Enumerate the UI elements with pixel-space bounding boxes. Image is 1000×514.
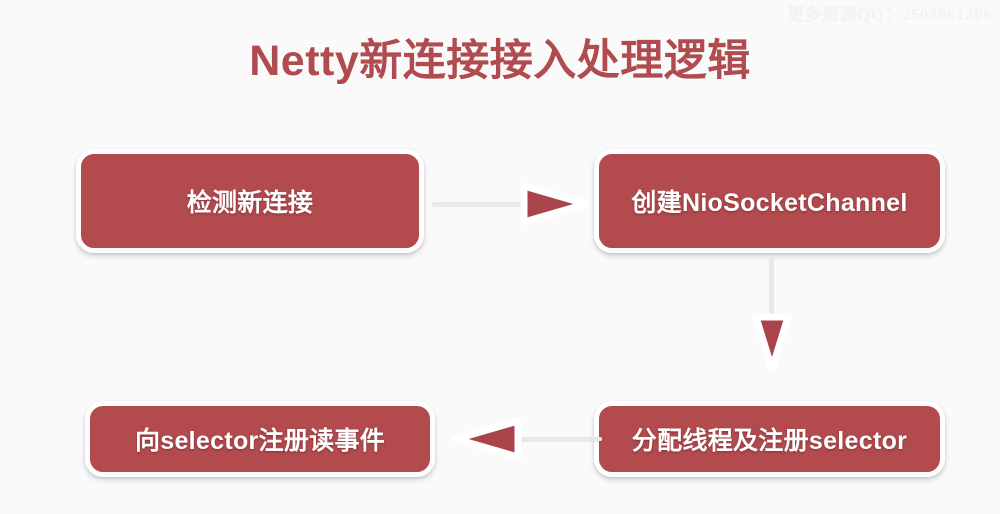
connector-line	[508, 437, 602, 441]
connector-detect-to-create	[432, 180, 602, 228]
arrowhead-left-icon	[452, 417, 522, 461]
connector-line	[432, 202, 528, 206]
flow-node-assign-thread-register-selector[interactable]: 分配线程及注册selector	[594, 401, 945, 477]
flow-node-create-niosocketchannel[interactable]: 创建NioSocketChannel	[594, 149, 945, 253]
connector-create-to-assign	[748, 257, 796, 375]
watermark-text: 更多资源QQ：2503961206	[787, 5, 992, 24]
connector-line	[769, 257, 773, 325]
flow-node-label: 检测新连接	[186, 189, 314, 217]
flow-node-label: 分配线程及注册selector	[631, 427, 908, 455]
connector-assign-to-register-read-event	[450, 415, 602, 463]
flow-node-label: 向selector注册读事件	[134, 427, 386, 455]
flow-node-register-read-event[interactable]: 向selector注册读事件	[85, 401, 435, 477]
arrowhead-down-icon	[752, 313, 792, 373]
flow-node-detect[interactable]: 检测新连接	[76, 149, 424, 253]
arrowhead-right-icon	[520, 182, 590, 226]
page-title: Netty新连接接入处理逻辑	[249, 37, 751, 85]
flow-node-label: 创建NioSocketChannel	[631, 189, 908, 217]
